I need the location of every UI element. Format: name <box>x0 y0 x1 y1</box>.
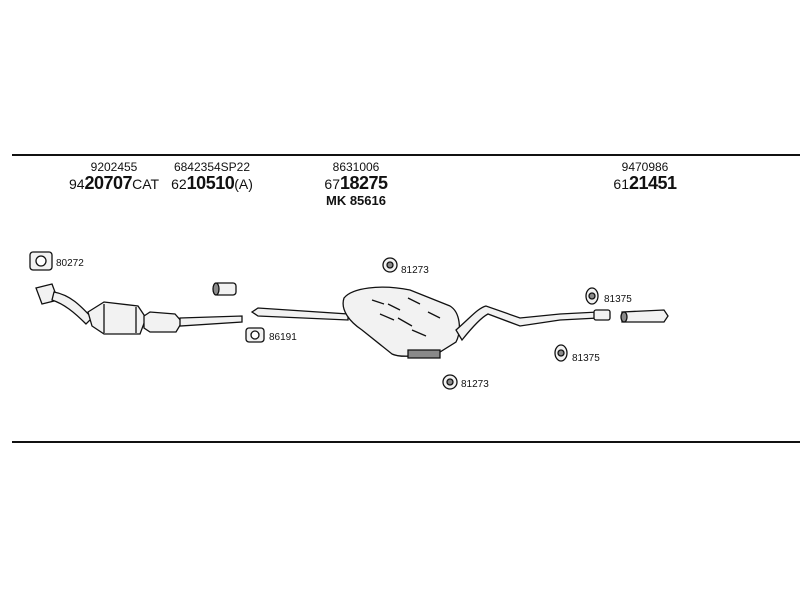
part-prefix: 67 <box>324 176 340 192</box>
label-gasket-86191: 86191 <box>269 332 297 343</box>
middle-silencer-part <box>250 286 611 359</box>
clamp-part <box>212 282 237 296</box>
part-prefix: 94 <box>68 176 85 192</box>
part-number: 9420707CAT <box>60 174 168 193</box>
part-prefix: 61 <box>613 176 629 192</box>
ref-number: 9202455 <box>90 160 138 174</box>
header-tail-pipe: 9470986 6121451 <box>600 160 690 193</box>
label-mount-81273-lower: 81273 <box>461 379 489 390</box>
mount-81375-lower-part <box>554 344 568 362</box>
part-suffix: CAT <box>132 176 160 192</box>
mounting-kit-number: MK 85616 <box>326 193 386 208</box>
part-main: 10510 <box>186 173 235 193</box>
gasket-86191-part <box>245 327 265 343</box>
ref-number: 6842354SP22 <box>173 160 251 174</box>
label-mount-81375-lower: 81375 <box>572 353 600 364</box>
gasket-80272-part <box>29 251 53 271</box>
tail-pipe-part <box>620 309 669 323</box>
part-number: 6121451 <box>600 174 690 193</box>
catalytic-converter-part <box>35 283 243 335</box>
mount-81375-upper-part <box>585 287 599 305</box>
header-clamp: 6842354SP22 6210510(A) <box>162 160 262 193</box>
label-mount-81273-upper: 81273 <box>401 265 429 276</box>
part-main: 20707 <box>84 173 133 193</box>
label-gasket-80272: 80272 <box>56 258 84 269</box>
label-mount-81375-upper: 81375 <box>604 294 632 305</box>
part-suffix: (A) <box>234 176 253 192</box>
part-number: 6718275 <box>306 174 406 193</box>
part-main: 21451 <box>629 173 677 193</box>
header-middle-silencer: 8631006 6718275 MK 85616 <box>306 160 406 209</box>
part-prefix: 62 <box>171 176 187 192</box>
part-main: 18275 <box>340 173 388 193</box>
part-number: 6210510(A) <box>162 174 262 193</box>
header-catalytic-converter: 9202455 9420707CAT <box>60 160 168 193</box>
mount-81273-lower-part <box>442 374 458 390</box>
mount-81273-upper-part <box>382 257 398 273</box>
ref-number: 8631006 <box>332 160 380 174</box>
ref-number: 9470986 <box>621 160 669 174</box>
